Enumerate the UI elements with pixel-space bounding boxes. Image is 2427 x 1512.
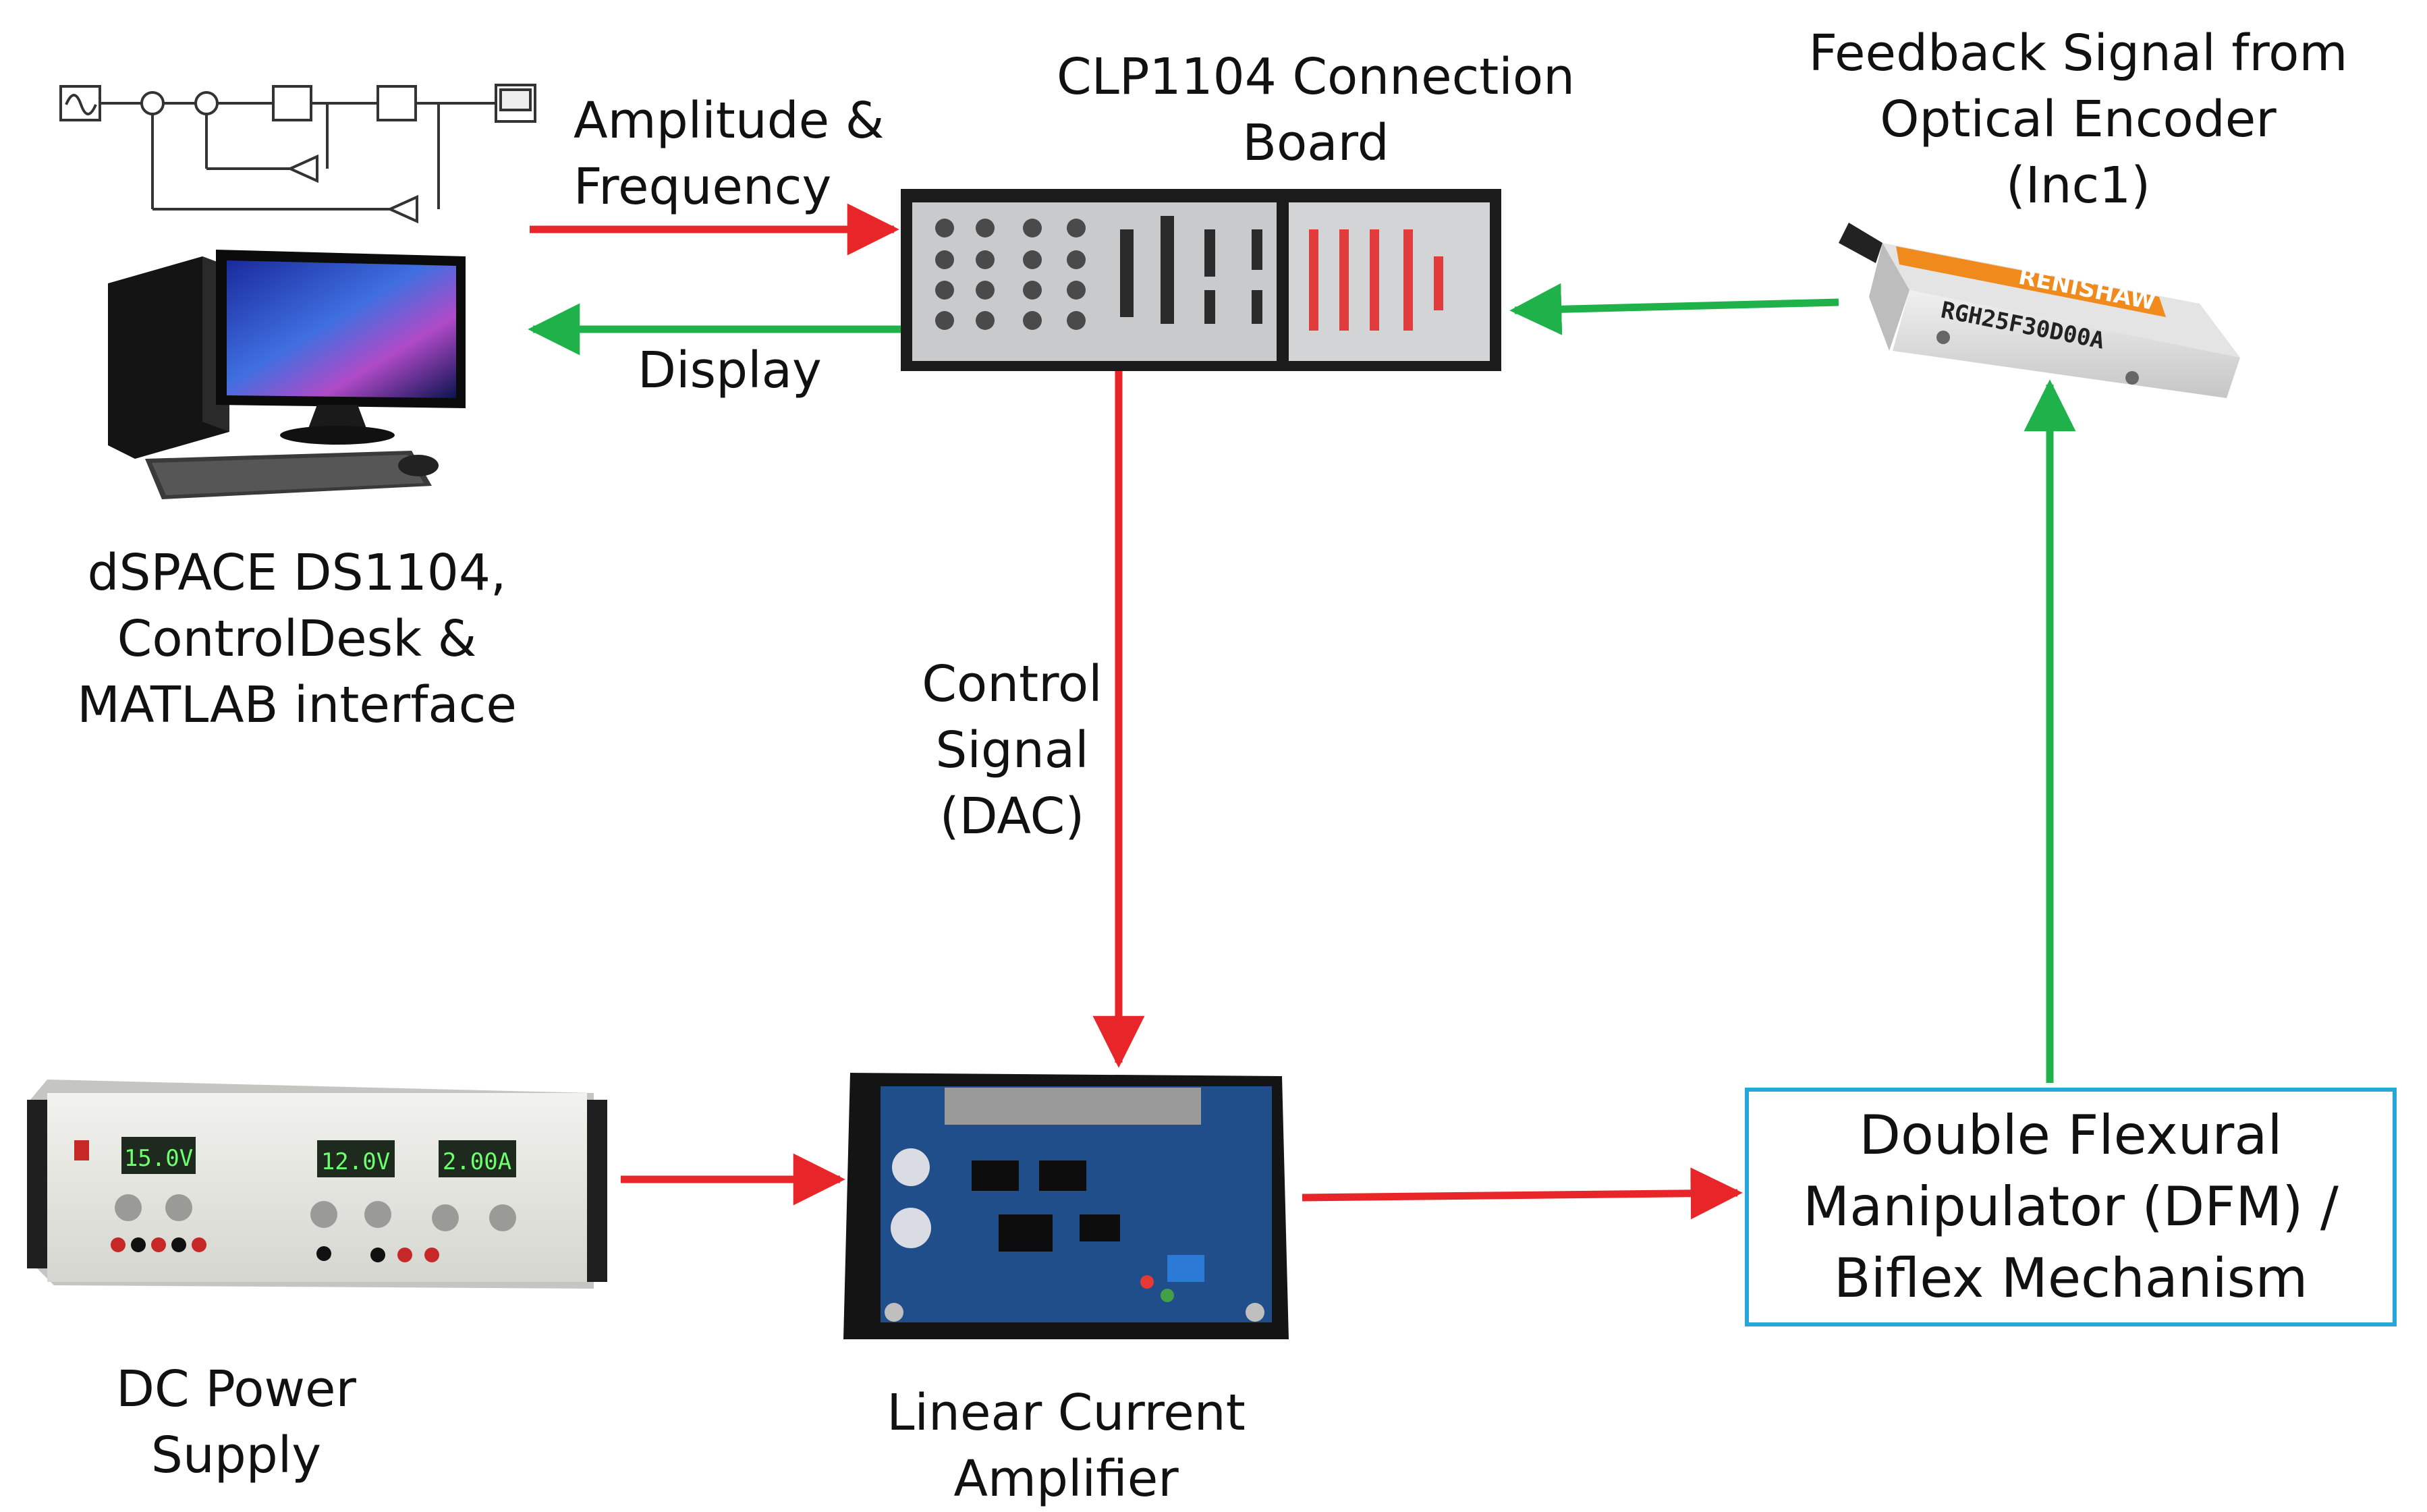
simulink-model xyxy=(59,84,536,224)
encoder-image: RENISHAW RGH25F30D00A xyxy=(1839,223,2240,398)
node-label-line: dSPACE DS1104, xyxy=(87,544,507,602)
node-label-line: Manipulator (DFM) / xyxy=(1803,1175,2339,1238)
amplifier-image xyxy=(843,1073,1289,1339)
node-label-line: ControlDesk & xyxy=(117,610,477,668)
node-label-power-supply: DC Power Supply xyxy=(67,1356,405,1488)
node-label-line: Board xyxy=(1242,114,1389,172)
node-label-line: Optical Encoder xyxy=(1880,90,2277,148)
psu-display-1: 15.0V xyxy=(124,1145,193,1172)
edge-label-display: Display xyxy=(638,337,822,403)
node-label-pc: dSPACE DS1104, ControlDesk & MATLAB inte… xyxy=(27,540,567,738)
node-label-line: (Inc1) xyxy=(2005,157,2151,215)
node-label-board: CLP1104 Connection Board xyxy=(992,44,1640,176)
node-label-line: Feedback Signal from xyxy=(1808,24,2348,82)
edge-label-control-signal: Control Signal (DAC) xyxy=(870,651,1154,849)
edge-label-line: Signal xyxy=(935,721,1089,779)
edge-label-line: Control xyxy=(922,655,1103,713)
node-label-line: Amplifier xyxy=(953,1450,1179,1508)
power-supply-image: 15.0V 12.0V 2.00A xyxy=(27,1080,607,1289)
edge-label-line: Amplitude & xyxy=(574,92,885,150)
node-label-line: Supply xyxy=(150,1426,322,1484)
connection-board-image xyxy=(901,189,1501,371)
node-label-line: CLP1104 Connection xyxy=(1056,48,1575,106)
psu-display-3: 2.00A xyxy=(443,1148,511,1175)
node-label-line: Biflex Mechanism xyxy=(1833,1247,2308,1310)
node-label-line: MATLAB interface xyxy=(77,676,517,734)
node-label-line: Linear Current xyxy=(887,1384,1246,1442)
node-label-amplifier: Linear Current Amplifier xyxy=(864,1380,1268,1512)
edge-label-line: Display xyxy=(638,341,822,399)
edge-label-line: Frequency xyxy=(574,158,832,216)
psu-display-2: 12.0V xyxy=(321,1148,390,1175)
arrow-encoder-to-board xyxy=(1509,283,1839,335)
computer-image xyxy=(108,250,466,499)
edge-label-amplitude-frequency: Amplitude & Frequency xyxy=(574,88,884,220)
dfm-node-box: Double Flexural Manipulator (DFM) / Bifl… xyxy=(1745,1088,2397,1326)
node-label-line: Double Flexural xyxy=(1859,1104,2283,1167)
arrow-amp-to-dfm xyxy=(1302,1167,1743,1220)
edge-label-line: (DAC) xyxy=(939,787,1085,845)
node-label-line: DC Power xyxy=(116,1360,356,1418)
node-label-encoder: Feedback Signal from Optical Encoder (In… xyxy=(1754,20,2402,219)
